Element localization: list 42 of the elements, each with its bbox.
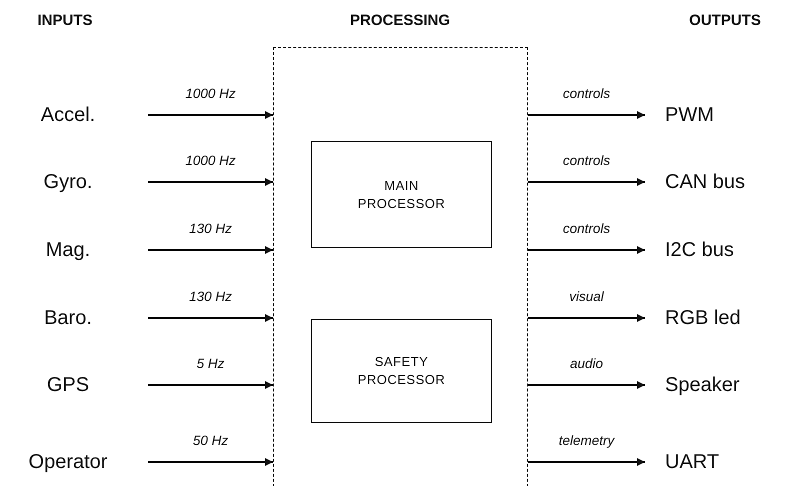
input-label: Operator	[0, 446, 148, 478]
edge-label: 1000 Hz	[183, 86, 238, 101]
edge-label: controls	[560, 86, 612, 101]
input-label: Accel.	[0, 99, 148, 131]
column-heading: INPUTS	[38, 12, 92, 29]
edge-label: visual	[567, 289, 606, 304]
column-heading: OUTPUTS	[689, 12, 761, 29]
arrow	[148, 111, 273, 119]
processor-box: SAFETY PROCESSOR	[311, 319, 492, 423]
column-heading: PROCESSING	[350, 12, 450, 29]
edge-label: 50 Hz	[190, 433, 230, 448]
arrow	[148, 458, 273, 466]
arrow	[528, 381, 645, 389]
arrow	[528, 458, 645, 466]
output-label: I2C bus	[645, 234, 791, 266]
edge-label: 5 Hz	[194, 356, 226, 371]
processor-box: MAIN PROCESSOR	[311, 141, 492, 248]
edge-label: 1000 Hz	[183, 153, 238, 168]
input-label: Baro.	[0, 302, 148, 334]
arrow	[528, 314, 645, 322]
output-label: CAN bus	[645, 166, 791, 198]
edge-label: controls	[560, 221, 612, 236]
arrow	[528, 246, 645, 254]
arrow	[148, 246, 273, 254]
edge-label: 130 Hz	[187, 289, 234, 304]
arrow	[148, 178, 273, 186]
arrow	[528, 178, 645, 186]
input-label: Gyro.	[0, 166, 148, 198]
arrow	[148, 314, 273, 322]
output-label: Speaker	[645, 369, 791, 401]
output-label: UART	[645, 446, 791, 478]
input-label: Mag.	[0, 234, 148, 266]
edge-label: 130 Hz	[187, 221, 234, 236]
edge-label: audio	[568, 356, 606, 371]
arrow	[528, 111, 645, 119]
processing-frame	[273, 47, 528, 486]
output-label: RGB led	[645, 302, 791, 334]
output-label: PWM	[645, 99, 791, 131]
edge-label: telemetry	[556, 433, 616, 448]
edge-label: controls	[560, 153, 612, 168]
arrow	[148, 381, 273, 389]
input-label: GPS	[0, 369, 148, 401]
